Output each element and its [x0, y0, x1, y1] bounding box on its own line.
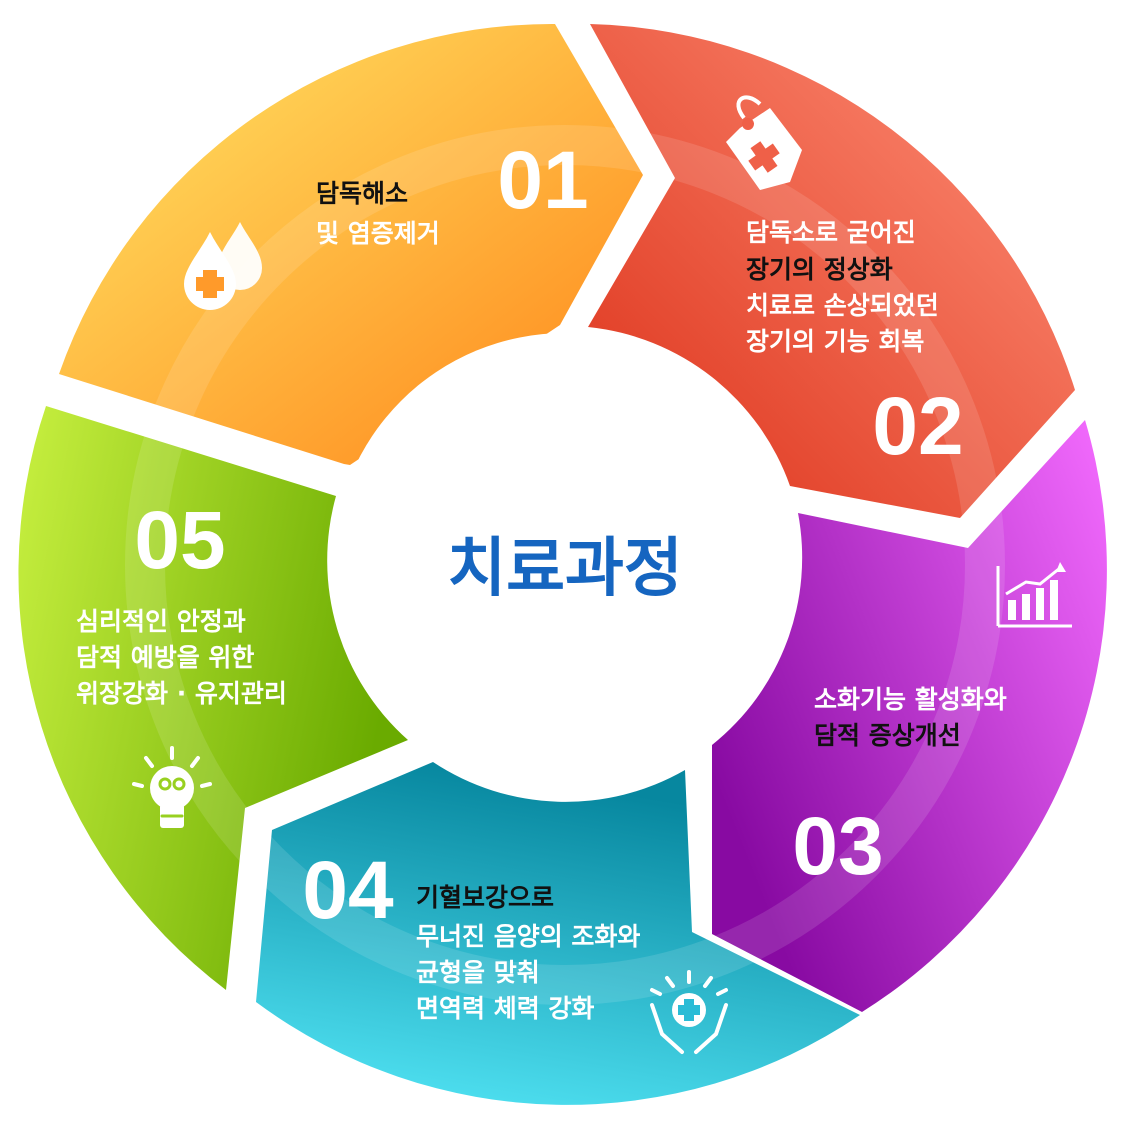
step-01-line-1: 담독해소 [316, 179, 408, 208]
step-04-line-2: 무너진 음양의 조화와 [416, 922, 640, 951]
inner-ring-highlight [125, 125, 1005, 1005]
hands-medical-cross-icon [650, 970, 728, 1054]
center-circle [333, 333, 797, 797]
step-03-number: 03 [792, 801, 883, 892]
segment-05 [18, 406, 409, 990]
step-02-line-2: 장기의 정상화 [746, 255, 893, 284]
step-05-line-2: 담적 예방을 위한 [76, 643, 254, 672]
step-04-line-4: 면역력 체력 강화 [416, 994, 594, 1023]
segment-04 [256, 762, 860, 1105]
step-02-number: 02 [872, 381, 963, 472]
step-04-line-1: 기혈보강으로 [416, 883, 554, 912]
segment-03 [712, 420, 1107, 1012]
step-04-number: 04 [302, 845, 394, 936]
step-01-number: 01 [497, 135, 588, 226]
step-02-line-3: 치료로 손상되었던 [746, 291, 939, 320]
step-05-line-1: 심리적인 안정과 [76, 607, 246, 636]
step-02-line-1: 담독소로 굳어진 [746, 218, 916, 247]
bar-chart-growth-icon [996, 562, 1072, 628]
step-05-number: 05 [134, 495, 225, 586]
center-title: 치료과정 [447, 532, 683, 606]
segment-02 [588, 24, 1075, 518]
step-05-line-3: 위장강화 · 유지관리 [76, 679, 287, 708]
step-03-line-1: 소화기능 활성화와 [814, 685, 1007, 714]
step-02-line-4: 장기의 기능 회복 [746, 327, 924, 356]
medical-tag-icon [726, 95, 802, 190]
light-bulb-icon [132, 746, 212, 828]
blood-drops-plus-icon [184, 222, 262, 310]
step-01-line-2: 및 염증제거 [316, 219, 440, 248]
step-04-line-3: 균형을 맞춰 [416, 958, 540, 987]
step-03-line-2: 담적 증상개선 [814, 721, 961, 750]
